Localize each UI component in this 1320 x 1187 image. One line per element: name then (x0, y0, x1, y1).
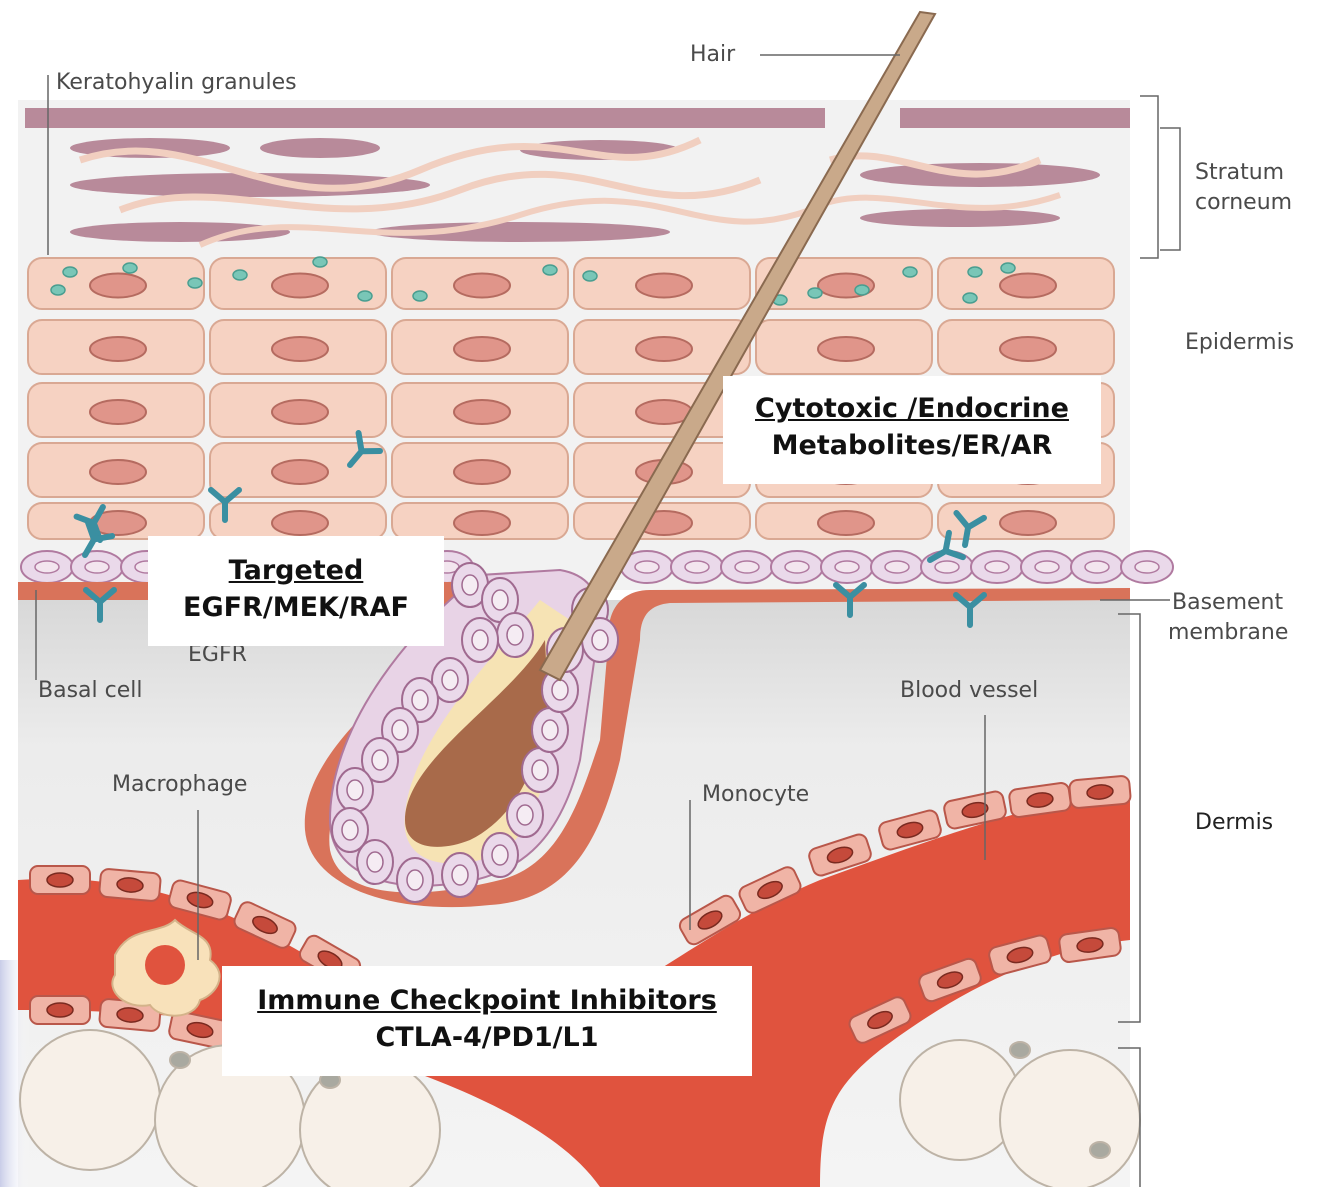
epidermis-cell (938, 320, 1114, 374)
granule (968, 267, 982, 277)
granule (543, 265, 557, 275)
epidermis-label: Epidermis (1185, 330, 1294, 355)
epidermis-cell (392, 443, 568, 497)
vessel-wall-cell (1069, 775, 1131, 808)
epidermis-cell (28, 258, 204, 309)
granule (358, 291, 372, 301)
follicle-cell (532, 708, 568, 752)
epidermis-cell (28, 383, 204, 437)
granule (313, 257, 327, 267)
epidermis-cell (392, 383, 568, 437)
epidermis-cell (574, 503, 750, 539)
epidermis-cell (756, 320, 932, 374)
basal-cell (671, 551, 723, 583)
monocyte-label: Monocyte (702, 782, 809, 807)
granule (413, 291, 427, 301)
targeted-callout: Targeted EGFR/MEK/RAF (148, 536, 444, 646)
keratohyalin-label: Keratohyalin granules (56, 70, 297, 95)
basal-cell (971, 551, 1023, 583)
epidermis-cell (210, 320, 386, 374)
epidermis-cell (210, 383, 386, 437)
follicle-cell (462, 618, 498, 662)
stratum-label-1: Stratum (1195, 160, 1284, 185)
immune-callout: Immune Checkpoint Inhibitors CTLA-4/PD1/… (222, 966, 752, 1076)
basal-cell (1121, 551, 1173, 583)
granule (1001, 263, 1015, 273)
epidermis-cell (392, 320, 568, 374)
hair-label: Hair (690, 42, 735, 67)
basal-cell (1021, 551, 1073, 583)
basal-cell (21, 551, 73, 583)
granule (583, 271, 597, 281)
epidermis-cell (28, 503, 204, 539)
epidermis-cell (28, 443, 204, 497)
follicle-cell (497, 613, 533, 657)
basal-cell (721, 551, 773, 583)
epidermis-cell (28, 320, 204, 374)
follicle-cell (522, 748, 558, 792)
basement-label-1: Basement (1172, 590, 1283, 615)
basement-label-2: membrane (1168, 620, 1288, 645)
follicle-cell (397, 858, 433, 902)
immune-subtitle: CTLA-4/PD1/L1 (222, 1019, 752, 1056)
epidermis-cell (210, 503, 386, 539)
follicle-cell (482, 833, 518, 877)
granule (188, 278, 202, 288)
vessel-wall-cell (30, 996, 90, 1024)
targeted-subtitle: EGFR/MEK/RAF (148, 589, 444, 626)
macrophage-label: Macrophage (112, 772, 247, 797)
vessel-wall-cell (30, 866, 90, 894)
epidermis-cell (392, 503, 568, 539)
follicle-cell (442, 853, 478, 897)
blood-vessel-label: Blood vessel (900, 678, 1038, 703)
granule (123, 263, 137, 273)
epidermis-cell (574, 258, 750, 309)
granule (963, 293, 977, 303)
follicle-cell (337, 768, 373, 812)
basal-cell-label: Basal cell (38, 678, 142, 703)
epidermis-cell (756, 503, 932, 539)
granule (855, 285, 869, 295)
basal-cell (871, 551, 923, 583)
basal-cell (71, 551, 123, 583)
cytotoxic-subtitle: Metabolites/ER/AR (723, 427, 1101, 464)
granule (808, 288, 822, 298)
granule (903, 267, 917, 277)
immune-title: Immune Checkpoint Inhibitors (222, 982, 752, 1019)
granule (51, 285, 65, 295)
basal-cell (821, 551, 873, 583)
basal-cell (771, 551, 823, 583)
follicle-cell (357, 840, 393, 884)
granule (233, 270, 247, 280)
dermis-label: Dermis (1195, 810, 1273, 835)
cytotoxic-callout: Cytotoxic /Endocrine Metabolites/ER/AR (723, 376, 1101, 484)
targeted-title: Targeted (148, 552, 444, 589)
epidermis-cell (210, 258, 386, 309)
stratum-label-2: corneum (1195, 190, 1292, 215)
granule (63, 267, 77, 277)
cytotoxic-title: Cytotoxic /Endocrine (723, 390, 1101, 427)
basal-cell (1071, 551, 1123, 583)
follicle-cell (507, 793, 543, 837)
vessel-wall-cell (99, 868, 161, 901)
